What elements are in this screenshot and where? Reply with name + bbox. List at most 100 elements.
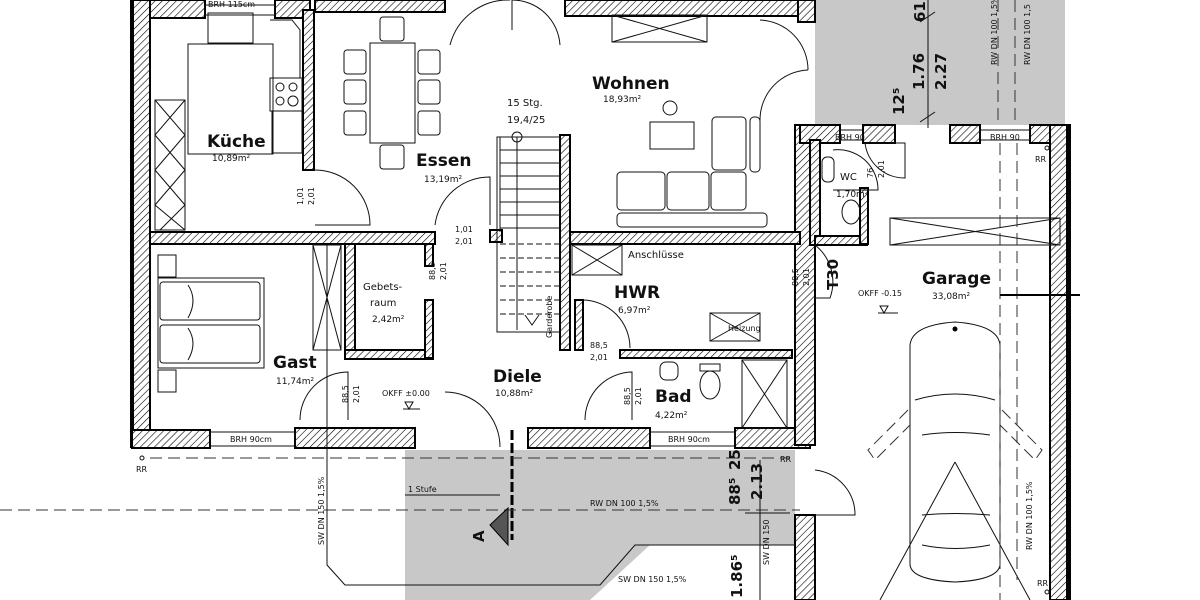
window-kueche: BRH 115cm <box>208 0 255 9</box>
room-name-essen: Essen <box>416 151 471 171</box>
room-name-wc: WC <box>840 172 857 183</box>
svg-text:76: 76 <box>866 168 875 178</box>
dimensions: 61 1.76 2.27 12⁵ 88⁵ 25 2.13 1.86⁵ <box>726 1 950 598</box>
path-area <box>770 455 795 505</box>
anschluesse-label: Anschlüsse <box>628 250 684 261</box>
washbasin <box>659 361 679 381</box>
svg-text:2,01: 2,01 <box>590 353 608 362</box>
dim-227: 2.27 <box>932 53 950 90</box>
desk <box>649 121 695 150</box>
room-name-kueche: Küche <box>207 132 266 152</box>
svg-text:1,01: 1,01 <box>296 187 305 205</box>
annotations: 15 Stg. 19,4/25 Garderobe BRH 115cm BRH … <box>136 0 1050 595</box>
pipe-rw-garage: RW DN 100 1,5% <box>1025 481 1034 550</box>
sofa <box>616 116 768 228</box>
dimension-lines <box>745 0 936 600</box>
heizung-label: Heizung <box>728 324 761 333</box>
room-area-kueche: 10,89m² <box>212 154 251 164</box>
kitchen-cabinets <box>154 99 186 231</box>
dim-1865: 1.86⁵ <box>728 554 746 598</box>
svg-text:2,01: 2,01 <box>352 385 361 403</box>
door-dim-essen: 1,01 2,01 <box>455 225 473 246</box>
dim-25: 25 <box>726 449 744 470</box>
stufe-label: 1 Stufe <box>408 485 437 494</box>
car <box>867 321 1043 600</box>
svg-text:88,5: 88,5 <box>428 262 437 280</box>
staircase <box>496 131 561 333</box>
room-area-diele: 10,88m² <box>495 389 534 399</box>
door-dim-hwr: 88,5 2,01 <box>590 341 608 362</box>
stairs-ratio: 19,4/25 <box>507 115 545 126</box>
toilet <box>699 370 721 400</box>
svg-text:88,5: 88,5 <box>791 268 800 286</box>
rr-label-2: RR <box>1035 155 1047 164</box>
pipe-sw-front: SW DN 150 1,5% <box>618 575 687 584</box>
paved-areas <box>405 0 1065 600</box>
svg-text:2,01: 2,01 <box>802 268 811 286</box>
dining-chairs <box>343 16 441 170</box>
interior-walls <box>149 9 869 360</box>
pipe-labels: RW DN 100 1,5% RW DN 100 1,5 RW DN 100 1… <box>317 0 1034 584</box>
room-area-gast: 11,74m² <box>276 377 315 387</box>
svg-text:2,01: 2,01 <box>455 237 473 246</box>
utility-box <box>571 244 623 276</box>
dim-176: 1.76 <box>910 53 928 90</box>
kitchen-counter <box>187 43 274 155</box>
windows <box>204 4 1031 447</box>
kitchen-sink <box>207 12 254 44</box>
dim-61: 61 <box>911 1 929 22</box>
okff-garage: OKFF -0.15 <box>858 289 902 298</box>
t30-label: T30 <box>824 259 842 290</box>
wc-washbasin <box>821 156 835 183</box>
pipe-sw-vert: SW DN 150 <box>762 520 771 566</box>
room-name-wohnen: Wohnen <box>592 74 670 94</box>
room-name-gebetsraum-1: Gebets- <box>363 282 403 293</box>
okff-main: OKFF ±0.00 <box>382 389 430 398</box>
room-name-gast: Gast <box>273 353 317 373</box>
window-wc: BRH 90 <box>835 133 865 142</box>
pipe-sw-left: SW DN 150 1,5% <box>317 476 326 545</box>
svg-text:88,5: 88,5 <box>590 341 608 350</box>
shower <box>741 359 788 429</box>
doors <box>299 0 906 540</box>
stairs-steps: 15 Stg. <box>507 98 543 109</box>
double-bed <box>157 254 265 393</box>
rr-label-3: RR <box>780 455 792 464</box>
room-name-garage: Garage <box>922 269 991 289</box>
pipe-rw-top1: RW DN 100 1,5% <box>990 0 999 65</box>
window-gast: BRH 90cm <box>230 435 272 444</box>
rr-label-4: RR <box>1037 579 1049 588</box>
garage-storage <box>889 217 1061 246</box>
room-area-essen: 13,19m² <box>424 175 463 185</box>
dining-table <box>369 42 416 144</box>
pipe-rw-top2: RW DN 100 1,5 <box>1023 4 1032 65</box>
window-bad: BRH 90cm <box>668 435 710 444</box>
room-name-gebetsraum-2: raum <box>370 298 396 309</box>
room-name-diele: Diele <box>493 367 542 387</box>
dim-213: 2.13 <box>748 463 766 500</box>
garderobe-label: Garderobe <box>545 296 554 338</box>
svg-text:2,01: 2,01 <box>307 187 316 205</box>
room-area-wohnen: 18,93m² <box>603 95 642 105</box>
svg-text:1,01: 1,01 <box>455 225 473 234</box>
sideboard <box>611 14 708 43</box>
svg-text:2,01: 2,01 <box>877 160 886 178</box>
pipe-rw-front: RW DN 100 1,5% <box>590 499 659 508</box>
svg-text:88,5: 88,5 <box>341 385 350 403</box>
room-labels: Küche 10,89m² Essen 13,19m² Wohnen 18,93… <box>207 74 991 421</box>
svg-text:2,01: 2,01 <box>439 262 448 280</box>
entrance-area <box>405 450 795 600</box>
wc-toilet <box>841 199 861 225</box>
room-area-garage: 33,08m² <box>932 292 971 302</box>
dim-885: 88⁵ <box>726 478 744 505</box>
room-area-gebetsraum: 2,42m² <box>372 315 405 325</box>
rr-label-1: RR <box>136 465 148 474</box>
